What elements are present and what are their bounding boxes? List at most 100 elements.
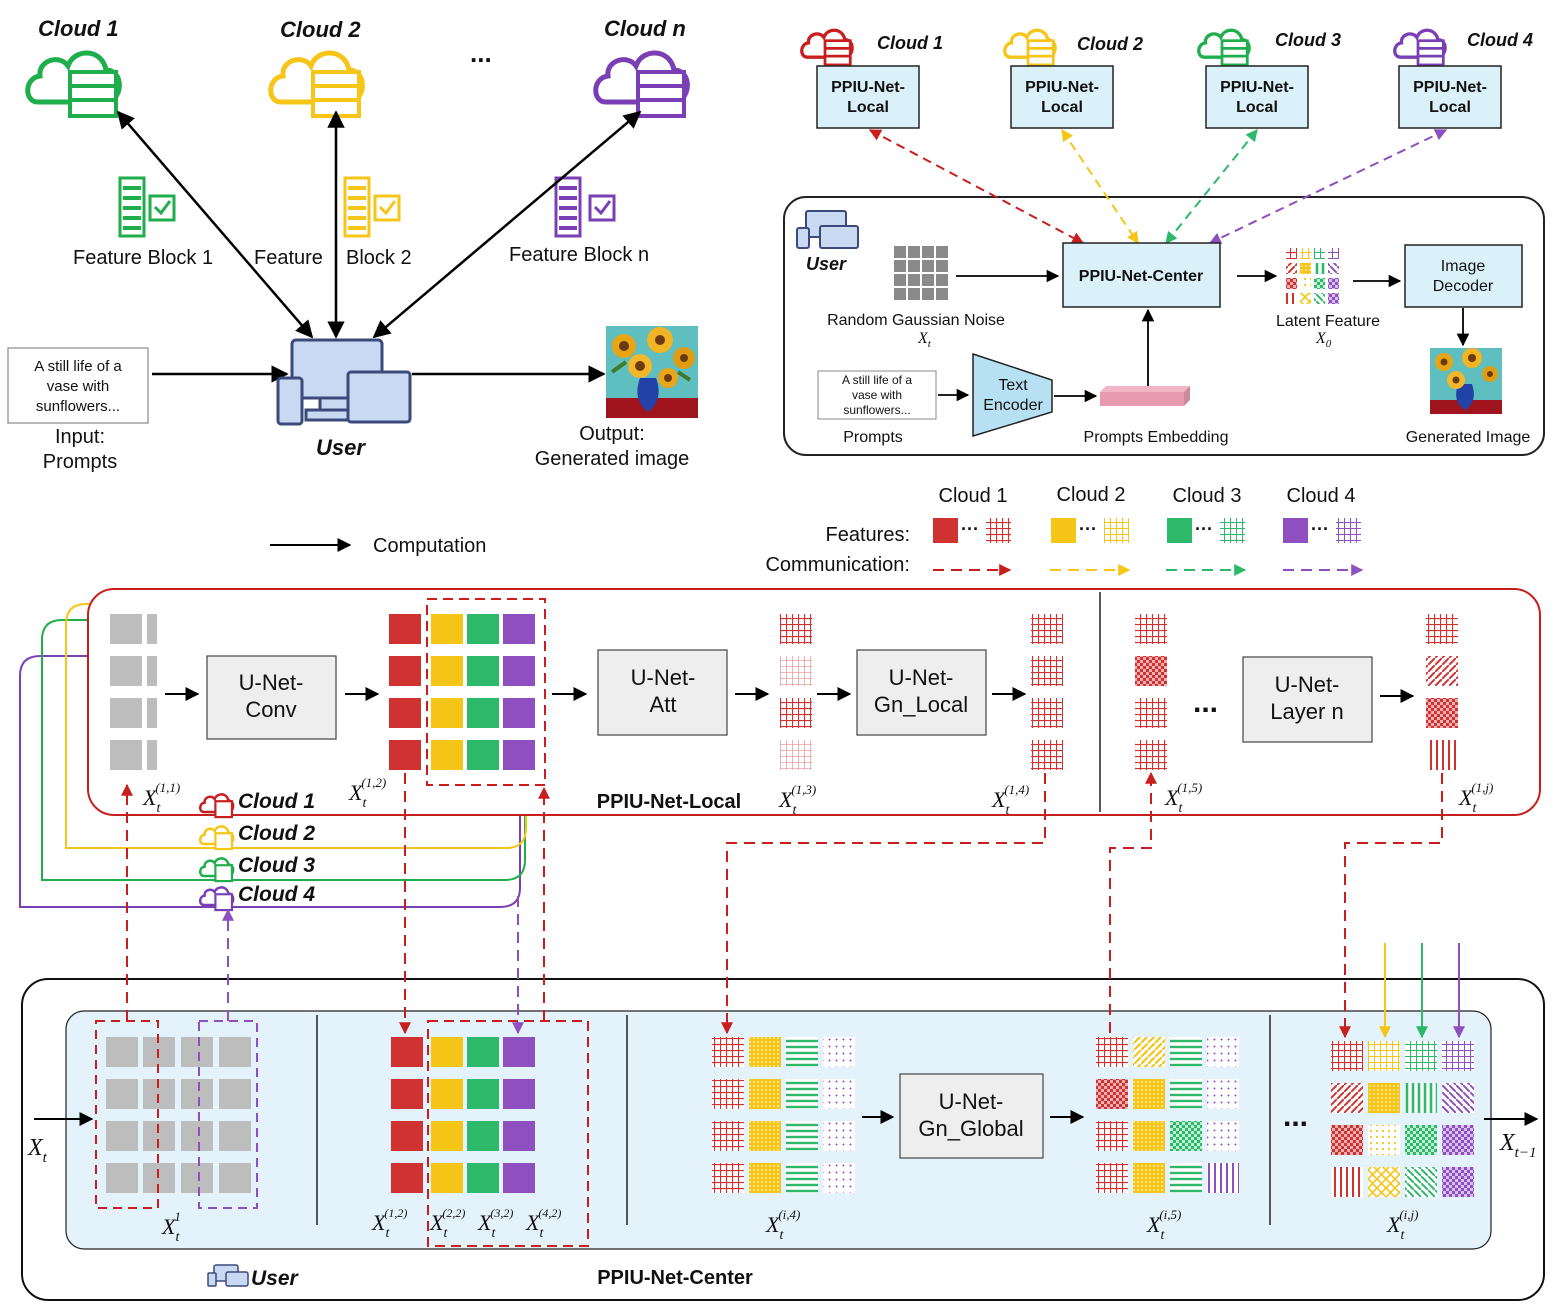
center-ellipsis: ... [1283, 1100, 1308, 1133]
tr-prompts-embedding-label: Prompts Embedding [1084, 429, 1229, 446]
tr-comm-arrow-cloud-4 [1208, 129, 1448, 244]
prompt-line-2: vase with [47, 378, 110, 395]
tr-local-box-4: PPIU-Net- Local [1398, 65, 1502, 129]
local-feature-cell [431, 614, 463, 644]
center-xij-grid [1331, 1041, 1474, 1197]
center-user-icon [207, 1264, 249, 1287]
legend-cloud-3: Cloud 3 [1173, 485, 1242, 507]
center-input-var: Xt [27, 1135, 48, 1166]
tr-comm-arrow-cloud-1 [868, 129, 1085, 244]
tr-cloud-4-icon [1393, 28, 1447, 67]
legend-features-label: Features: [826, 524, 910, 546]
noise-cell [908, 260, 920, 272]
center-gn-global-line-1: U-Net- [939, 1089, 1004, 1114]
xi5-cell [1096, 1079, 1128, 1109]
legend-feature-solid-2 [1051, 518, 1076, 543]
local-x15-column [1135, 614, 1167, 770]
local-shared-features-dashed-box [426, 598, 546, 786]
tr-user-icon [796, 210, 859, 249]
input-label-line-1: Input: [55, 426, 105, 448]
center-gray-cell [181, 1037, 213, 1067]
noise-cell [894, 246, 906, 258]
local-feature-cell [467, 740, 499, 770]
xi5-cell [1207, 1163, 1239, 1193]
tr-local-box-1-line-1: PPIU-Net- [831, 79, 905, 96]
local-input-blocks [110, 614, 157, 770]
tr-local-box-4-line-1: PPIU-Net- [1413, 79, 1487, 96]
xij-cell [1368, 1083, 1400, 1113]
local-x14-column [1031, 614, 1063, 770]
user-devices-icon [276, 338, 412, 426]
legend-feature-solid-3 [1167, 518, 1192, 543]
xij-cell [1368, 1167, 1400, 1197]
noise-cell [894, 274, 906, 286]
tr-prompts-label: Prompts [843, 429, 903, 446]
comm-x1j-to-center [1339, 773, 1443, 1039]
prompt-line-1: A still life of a [34, 358, 122, 375]
noise-cell [936, 274, 948, 286]
xi5-cell [1170, 1037, 1202, 1067]
feature-block-1-label: Feature Block 1 [73, 247, 213, 269]
tr-local-box-3-line-2: Local [1236, 99, 1278, 116]
center-gn-global-box [899, 1073, 1044, 1159]
noise-cell [936, 260, 948, 272]
local-layer-n-line-2: Layer n [1270, 699, 1343, 724]
center-merged-cell [503, 1163, 535, 1193]
center-merged-cell [431, 1037, 463, 1067]
local-att-line-2: Att [650, 692, 677, 717]
clouds-ellipsis: ... [470, 38, 492, 68]
xi4-cell [712, 1079, 744, 1109]
user-cloud-n-arrow [372, 110, 642, 339]
local-att-box [597, 649, 728, 736]
local-cloud-1-small-icon [198, 793, 235, 819]
center-received-features-dashed-box [427, 1020, 589, 1247]
center-merged-cell [467, 1037, 499, 1067]
legend-feature-dots-3: ··· [1195, 519, 1213, 539]
legend-feature-hatched-4 [1336, 518, 1361, 543]
center-merged-cell [431, 1163, 463, 1193]
tr-local-box-2-line-1: PPIU-Net- [1025, 79, 1099, 96]
tr-comm-arrow-cloud-2 [1061, 129, 1139, 244]
xij-cell [1368, 1125, 1400, 1155]
xi4-cell [749, 1037, 781, 1067]
tr-local-box-1-line-2: Local [847, 99, 889, 116]
tr-cloud-4-label: Cloud 4 [1467, 30, 1533, 50]
tr-generated-image-label: Generated Image [1406, 429, 1531, 446]
local-x13-column [780, 614, 812, 770]
center-merged-cell [431, 1121, 463, 1151]
tr-latent-grid [1286, 248, 1339, 304]
xij-cell [1331, 1167, 1363, 1197]
user-label: User [316, 435, 366, 460]
xi4-cell [712, 1121, 744, 1151]
xi4-cell [749, 1163, 781, 1193]
top-left-overview: Cloud 1 Cloud 2 Cloud n ... Feature Bloc… [7, 16, 698, 473]
xi4-cell [749, 1121, 781, 1151]
tr-noise-grid [894, 246, 948, 300]
local-feature-cell [431, 698, 463, 728]
feature-word-label: Feature [254, 247, 323, 269]
top-right-pipeline: Cloud 1 Cloud 2 Cloud 3 Cloud 4 PPIU-Net… [783, 28, 1545, 456]
center-gray-cell [181, 1121, 213, 1151]
center-gray-cell [219, 1121, 251, 1151]
xij-cell [1331, 1041, 1363, 1071]
tr-cloud-1-icon [800, 28, 854, 67]
local-gn-line-1: U-Net- [889, 665, 954, 690]
xij-cell [1442, 1083, 1474, 1113]
local-feature-cell [503, 656, 535, 686]
center-merged-cell [503, 1079, 535, 1109]
legend-computation-label: Computation [373, 535, 486, 557]
center-merged-cell [431, 1079, 463, 1109]
xij-cell [1405, 1125, 1437, 1155]
feature-block-2-icon [343, 176, 401, 238]
local-conv-line-1: U-Net- [239, 670, 304, 695]
xi4-cell [786, 1037, 818, 1067]
noise-cell [894, 260, 906, 272]
xi4-cell [823, 1163, 855, 1193]
xi5-cell [1133, 1037, 1165, 1067]
local-feature-cell [467, 698, 499, 728]
tr-center-box [1062, 242, 1221, 308]
center-gray-cell [219, 1079, 251, 1109]
tr-center-label: PPIU-Net-Center [1079, 268, 1203, 285]
tr-decoder-box [1404, 244, 1523, 308]
local-layers-ellipsis: ... [1193, 686, 1218, 719]
